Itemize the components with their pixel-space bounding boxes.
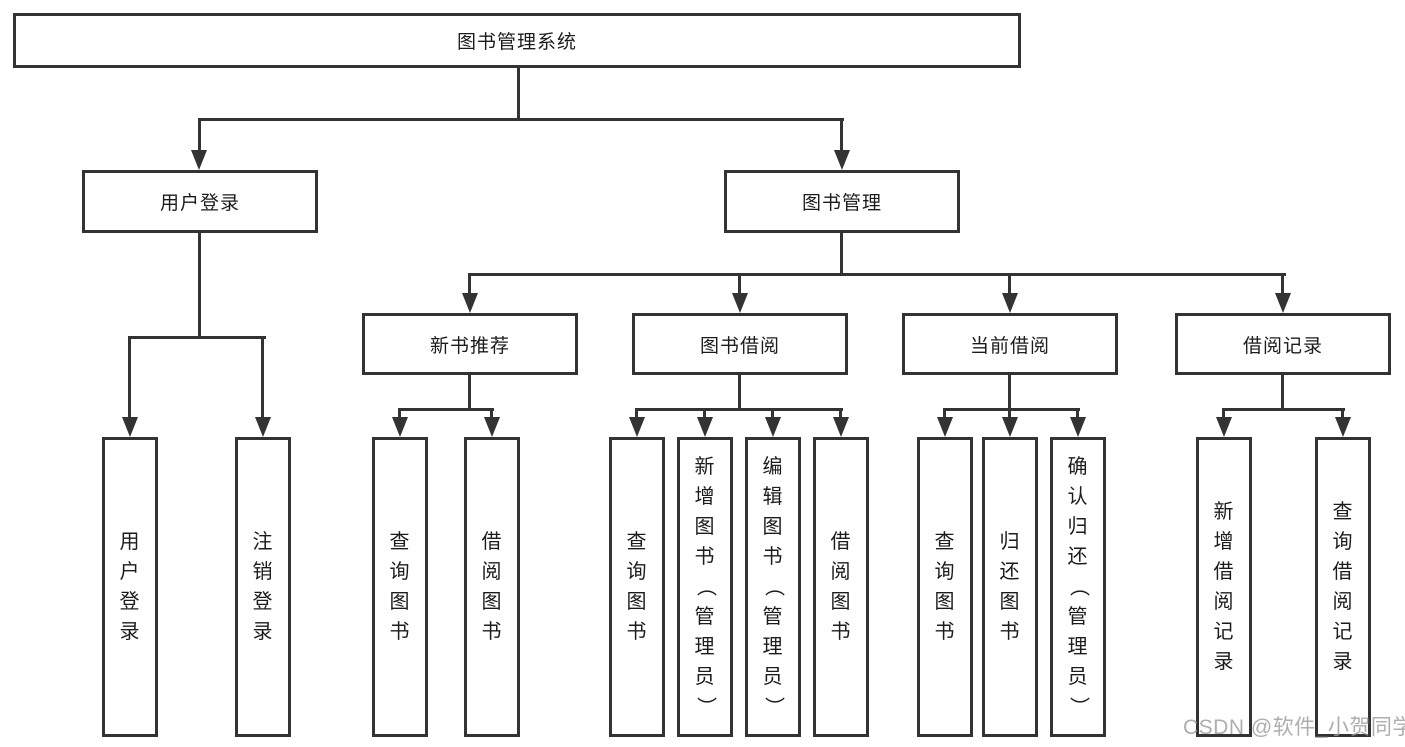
connector-line: [635, 408, 638, 420]
connector-line: [1222, 408, 1225, 420]
csdn-watermark: CSDN @软件_小贺同学: [1183, 716, 1405, 739]
connector-line: [840, 118, 843, 152]
node-label: 查询借阅记录: [1332, 501, 1354, 673]
arrow-down-icon: [732, 293, 748, 313]
arrow-down-icon: [191, 150, 207, 170]
node-label: 新增图书（管理员）: [694, 456, 716, 718]
node-label: 借阅图书: [481, 531, 503, 643]
connector-line: [944, 408, 1080, 411]
node-borrowing-records: 借阅记录: [1175, 313, 1391, 375]
connector-line: [839, 408, 842, 420]
connector-line: [738, 375, 741, 411]
connector-line: [1281, 375, 1284, 411]
leaf-confirm-return-admin: 确认归还（管理员）: [1050, 437, 1106, 737]
arrow-down-icon: [697, 417, 713, 437]
connector-line: [399, 408, 494, 411]
node-new-book-recommend: 新书推荐: [362, 313, 578, 375]
connector-line: [1008, 375, 1011, 411]
arrow-down-icon: [1002, 417, 1018, 437]
leaf-edit-books-admin: 编辑图书（管理员）: [745, 437, 801, 737]
node-label: 借阅记录: [1242, 335, 1323, 357]
connector-line: [468, 273, 471, 297]
arrow-down-icon: [392, 417, 408, 437]
leaf-query-borrow-record: 查询借阅记录: [1315, 437, 1371, 737]
node-book-management: 图书管理: [724, 170, 960, 233]
connector-line: [490, 408, 493, 420]
node-label: 图书管理: [801, 193, 882, 214]
connector-line: [1076, 408, 1079, 420]
node-book-borrowing: 图书借阅: [632, 313, 848, 375]
leaf-logout: 注销登录: [235, 437, 291, 737]
node-label: 确认归还（管理员）: [1067, 456, 1089, 718]
leaf-add-books-admin: 新增图书（管理员）: [677, 437, 733, 737]
node-label: 用户登录: [119, 531, 141, 643]
leaf-query-books-current: 查询图书: [917, 437, 973, 737]
connector-line: [198, 118, 844, 121]
node-label: 编辑图书（管理员）: [762, 456, 784, 718]
connector-line: [1341, 408, 1344, 420]
arrow-down-icon: [1275, 293, 1291, 313]
leaf-query-books-recommend: 查询图书: [372, 437, 428, 737]
leaf-borrow-books-recommend: 借阅图书: [464, 437, 520, 737]
connector-line: [198, 118, 201, 152]
node-label: 借阅图书: [830, 531, 852, 643]
connector-line: [129, 336, 266, 339]
node-current-borrowing: 当前借阅: [902, 313, 1118, 375]
connector-line: [1281, 273, 1284, 297]
leaf-return-books: 归还图书: [982, 437, 1038, 737]
connector-line: [943, 408, 946, 420]
connector-line: [771, 408, 774, 420]
arrow-down-icon: [1002, 293, 1018, 313]
node-label: 新增借阅记录: [1213, 501, 1235, 673]
connector-line: [468, 375, 471, 411]
leaf-user-login: 用户登录: [102, 437, 158, 737]
arrow-down-icon: [834, 150, 850, 170]
arrow-down-icon: [1070, 417, 1086, 437]
connector-line: [738, 273, 741, 297]
arrow-down-icon: [462, 293, 478, 313]
node-label: 图书借阅: [699, 335, 780, 357]
node-label: 查询图书: [389, 531, 411, 643]
node-library-management-system: 图书管理系统: [13, 13, 1021, 68]
node-label: 查询图书: [934, 531, 956, 643]
connector-line: [636, 408, 843, 411]
leaf-query-books-borrow: 查询图书: [609, 437, 665, 737]
node-label: 当前借阅: [969, 335, 1050, 357]
connector-line: [261, 336, 264, 419]
connector-line: [703, 408, 706, 420]
connector-line: [517, 68, 520, 121]
connector-line: [1008, 273, 1011, 297]
arrow-down-icon: [833, 417, 849, 437]
connector-line: [128, 336, 131, 419]
arrow-down-icon: [629, 417, 645, 437]
node-label: 注销登录: [252, 531, 274, 643]
connector-line: [398, 408, 401, 420]
arrow-down-icon: [1335, 417, 1351, 437]
arrow-down-icon: [937, 417, 953, 437]
connector-line: [1223, 408, 1345, 411]
arrow-down-icon: [765, 417, 781, 437]
arrow-down-icon: [255, 417, 271, 437]
connector-line: [198, 233, 201, 339]
connector-line: [468, 273, 1286, 276]
node-user-login: 用户登录: [82, 170, 318, 233]
leaf-borrow-books: 借阅图书: [813, 437, 869, 737]
node-label: 新书推荐: [429, 335, 510, 357]
arrow-down-icon: [122, 417, 138, 437]
arrow-down-icon: [1216, 417, 1232, 437]
node-label: 用户登录: [159, 193, 240, 214]
leaf-add-borrow-record: 新增借阅记录: [1196, 437, 1252, 737]
node-label: 归还图书: [999, 531, 1021, 643]
node-label: 查询图书: [626, 531, 648, 643]
connector-line: [840, 233, 843, 276]
arrow-down-icon: [484, 417, 500, 437]
node-label: 图书管理系统: [456, 32, 577, 53]
connector-line: [1008, 408, 1011, 420]
